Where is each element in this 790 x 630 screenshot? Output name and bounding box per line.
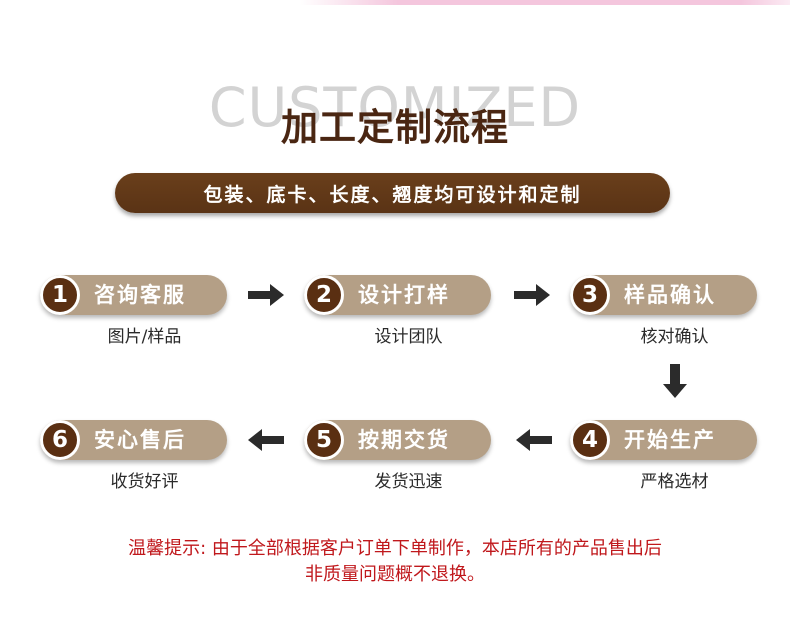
step-number: 5 <box>304 420 344 460</box>
step-title: 按期交货 <box>358 428 450 452</box>
step-1-subtitle: 图片/样品 <box>107 327 182 347</box>
step-title: 样品确认 <box>624 283 716 307</box>
step-number: 3 <box>570 275 610 315</box>
step-1: 1 咨询客服 <box>40 275 227 315</box>
step-4-subtitle: 严格选材 <box>640 472 709 492</box>
step-title: 咨询客服 <box>94 283 186 307</box>
subtitle-text: 包装、底卡、长度、翘度均可设计和定制 <box>203 183 582 206</box>
step-5: 5 按期交货 <box>304 420 491 460</box>
notice-line-2: 非质量问题概不退换。 <box>305 564 485 585</box>
step-number: 1 <box>40 275 80 315</box>
step-number: 2 <box>304 275 344 315</box>
step-5-subtitle: 发货迅速 <box>374 472 443 492</box>
subtitle-banner: 包装、底卡、长度、翘度均可设计和定制 <box>115 173 670 213</box>
step-6: 6 安心售后 <box>40 420 227 460</box>
step-number: 6 <box>40 420 80 460</box>
arrow-left-icon <box>516 429 552 451</box>
arrow-right-icon <box>514 284 550 306</box>
notice-line-1: 温馨提示: 由于全部根据客户订单下单制作，本店所有的产品售出后 <box>128 538 662 559</box>
arrow-left-icon <box>248 429 284 451</box>
step-title: 设计打样 <box>358 283 450 307</box>
step-3: 3 样品确认 <box>570 275 757 315</box>
arrow-down-icon <box>663 364 687 398</box>
step-2-subtitle: 设计团队 <box>374 327 443 347</box>
top-decorative-strip <box>300 0 790 5</box>
arrow-right-icon <box>248 284 284 306</box>
page-title: 加工定制流程 <box>281 106 509 149</box>
step-6-subtitle: 收货好评 <box>110 472 179 492</box>
step-2: 2 设计打样 <box>304 275 491 315</box>
step-number: 4 <box>570 420 610 460</box>
step-3-subtitle: 核对确认 <box>640 327 709 347</box>
step-title: 开始生产 <box>624 428 716 452</box>
step-title: 安心售后 <box>94 428 186 452</box>
watermark-text: CUSTOMIZED <box>208 76 582 139</box>
step-4: 4 开始生产 <box>570 420 757 460</box>
